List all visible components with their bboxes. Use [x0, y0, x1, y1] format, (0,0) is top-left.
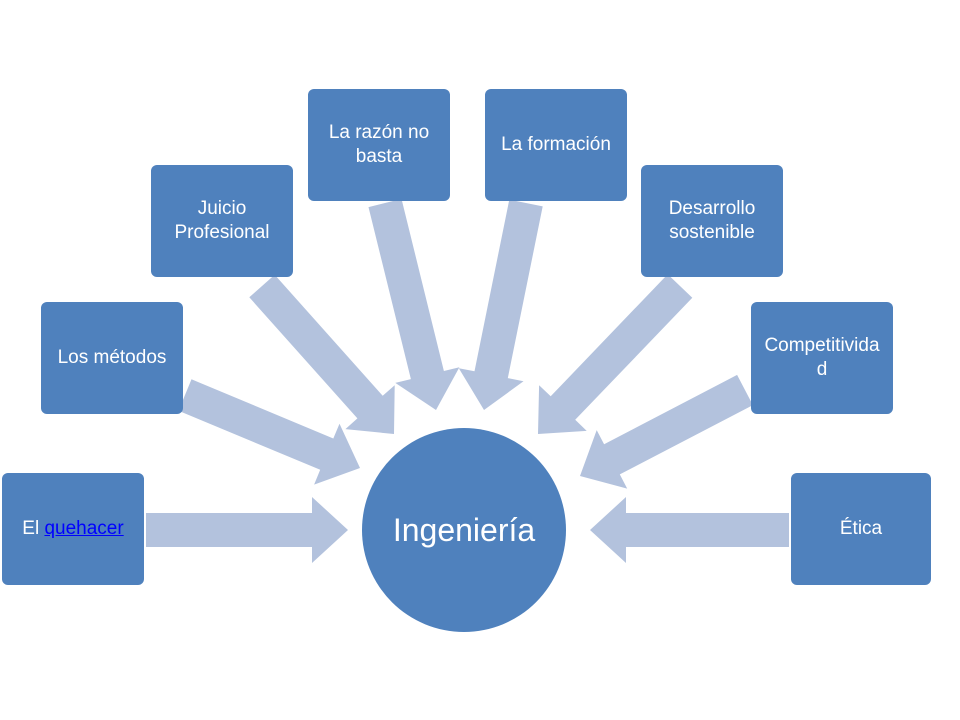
node-competitividad: Competitividad [751, 302, 893, 414]
node-el-quehacer: El quehacer [2, 473, 144, 585]
center-hub-ingenieria: Ingeniería [362, 428, 566, 632]
node-la-razon-no-basta: La razón no basta [308, 89, 450, 201]
node-label: La formación [501, 134, 611, 156]
node-label: Juicio Profesional [174, 198, 270, 243]
node-el-prefix: El [22, 518, 45, 540]
node-label: Competitividad [764, 335, 880, 380]
node-etica: Ética [791, 473, 931, 585]
arrow-from-competitividad [580, 374, 753, 489]
arrow-from-formacion [458, 199, 543, 410]
node-label: Desarrollo sostenible [668, 198, 756, 243]
arrow-from-metodos [178, 379, 360, 485]
arrow-from-etica [590, 497, 789, 563]
node-los-metodos: Los métodos [41, 302, 183, 414]
arrow-from-razon [368, 198, 460, 410]
node-la-formacion: La formación [485, 89, 627, 201]
arrow-from-desarrollo [538, 274, 693, 434]
quehacer-link[interactable]: quehacer [44, 518, 124, 540]
node-label: Los métodos [57, 347, 167, 369]
node-label: La razón no basta [328, 122, 430, 167]
node-desarrollo-sostenible: Desarrollo sostenible [641, 165, 783, 277]
node-juicio-profesional: Juicio Profesional [151, 165, 293, 277]
node-label: Ética [839, 518, 883, 540]
hub-label: Ingeniería [392, 511, 536, 548]
arrow-from-quehacer [146, 497, 348, 563]
arrow-from-juicio [249, 274, 395, 434]
